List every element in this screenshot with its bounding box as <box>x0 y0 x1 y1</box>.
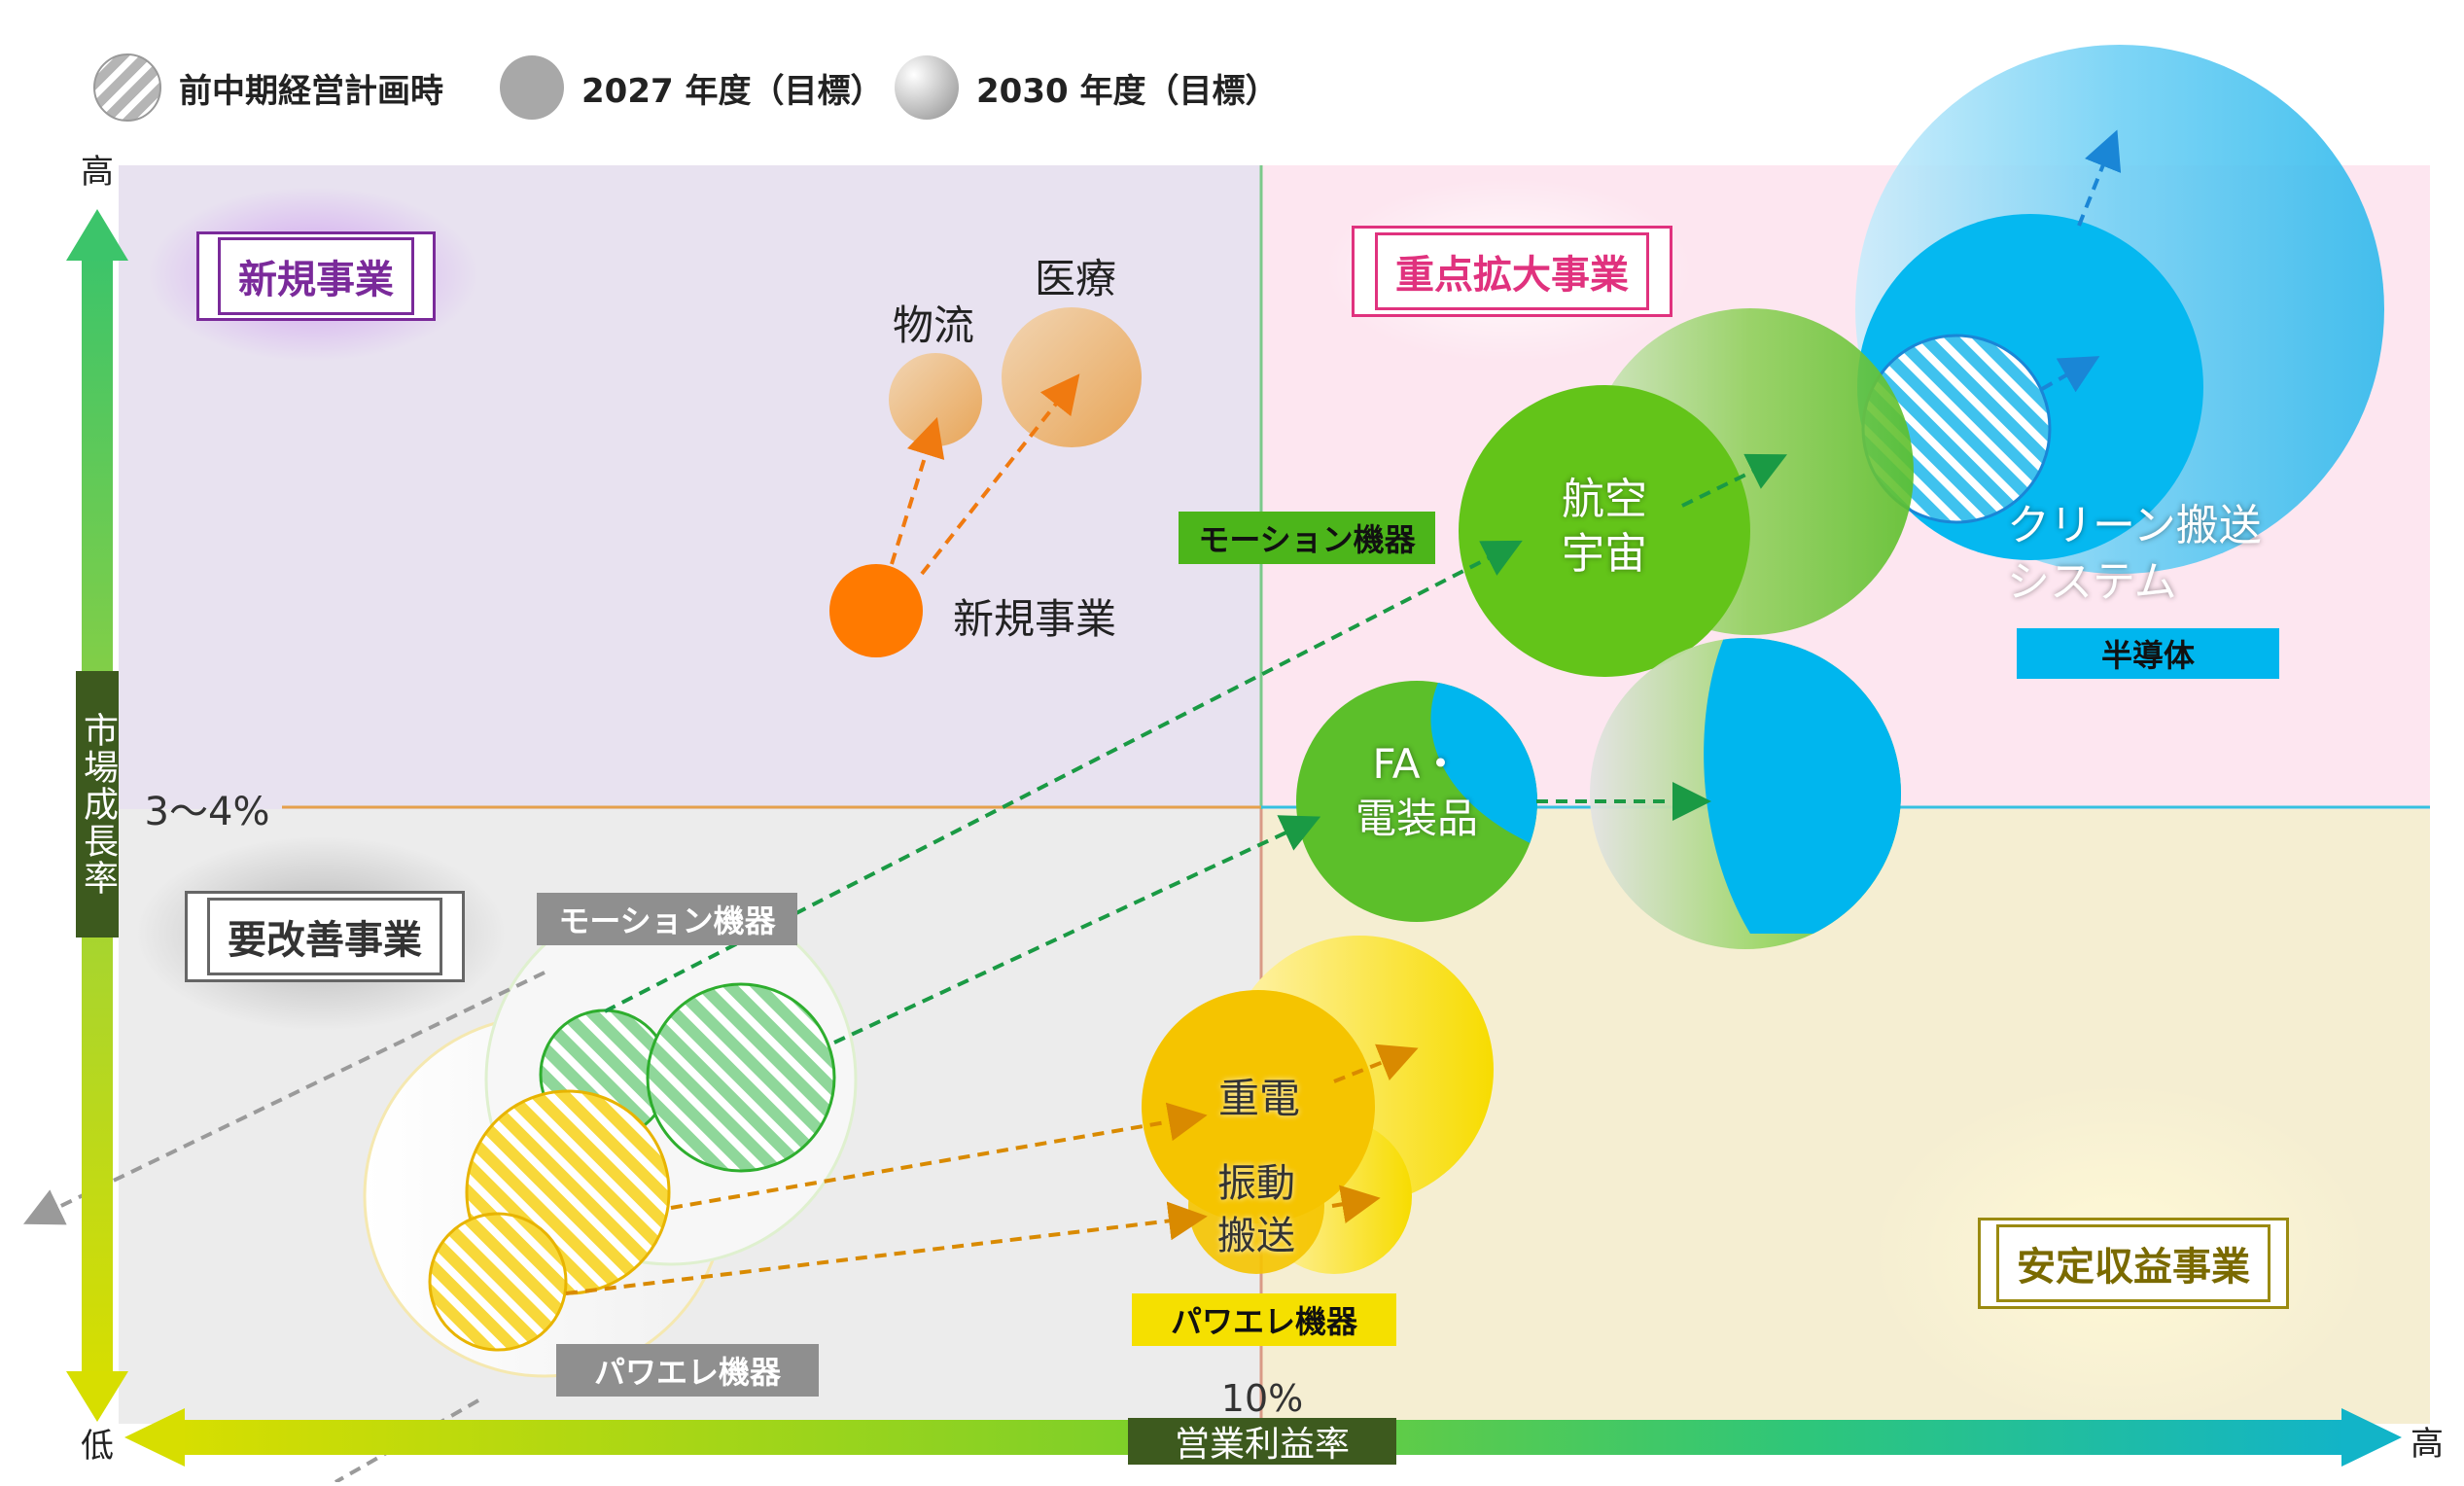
logistics-label: 物流 <box>892 301 974 349</box>
solid-circle-icon <box>500 55 564 120</box>
fa-label: FA・ 電装品 <box>1355 740 1478 842</box>
legend-mid-plan: 前中期経営計画時 <box>93 53 443 122</box>
y-high-label: 高 <box>81 152 114 192</box>
segment-power-bottom: パワエレ機器 <box>1132 1293 1396 1346</box>
motion-prev-large <box>646 982 836 1173</box>
y-threshold-label: 3～4% <box>144 790 270 834</box>
category-focus-expansion: 重点拡大事業 <box>1352 226 1672 317</box>
legend-2030: 2030 年度（目標） <box>895 53 1278 122</box>
medical-label: 医療 <box>1034 254 1116 302</box>
clean-label: クリーン搬送 システム <box>2007 501 2262 607</box>
category-needs-improvement: 要改善事業 <box>185 891 465 982</box>
heavy-2027-bubble <box>1142 990 1375 1223</box>
new-business-bubble <box>829 564 923 657</box>
legend-2027-label: 2027 年度（目標） <box>581 71 884 111</box>
medical-bubble <box>1002 307 1142 447</box>
segment-motion-bottom: モーション機器 <box>537 893 797 945</box>
category-new-business: 新規事業 <box>196 231 436 321</box>
hatched-circle-icon <box>93 53 161 122</box>
x-axis-title: 営業利益率 <box>1128 1418 1396 1465</box>
legend-mid-plan-label: 前中期経営計画時 <box>179 71 443 111</box>
aero-label: 航空 宇宙 <box>1562 475 1647 579</box>
heavy-label: 重電 <box>1217 1074 1300 1122</box>
vib-label: 振動 搬送 <box>1217 1161 1295 1258</box>
gradient-circle-icon <box>895 55 959 120</box>
power-prev-small <box>428 1212 568 1352</box>
y-low-label: 低 <box>81 1426 114 1466</box>
segment-power-left: パワエレ機器 <box>556 1344 819 1397</box>
logistics-bubble <box>889 353 982 446</box>
x-threshold-label: 10% <box>1220 1377 1304 1420</box>
x-high-label: 高 <box>2411 1424 2444 1464</box>
new-business-label: 新規事業 <box>952 594 1116 643</box>
legend-2027: 2027 年度（目標） <box>500 53 883 122</box>
vib-2027-bubble <box>1188 1138 1324 1274</box>
y-axis-title: 市場成長率 <box>76 671 119 938</box>
aero-2027-bubble <box>1459 385 1750 677</box>
segment-semiconductor: 半導体 <box>2017 628 2279 679</box>
segment-motion-top: モーション機器 <box>1179 512 1435 564</box>
category-stable-profit: 安定収益事業 <box>1978 1218 2289 1309</box>
legend-2030-label: 2030 年度（目標） <box>976 71 1279 111</box>
